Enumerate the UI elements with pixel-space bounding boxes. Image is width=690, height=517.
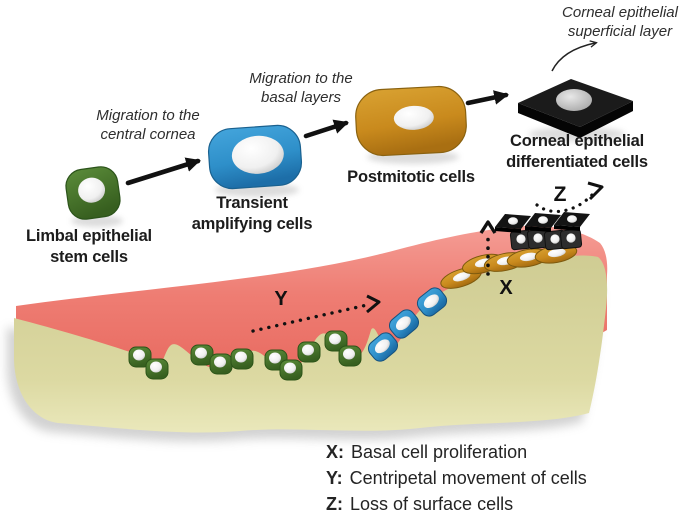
migrating-amplifying-cells-group	[367, 287, 448, 362]
superficial-flat-cell-icon	[525, 213, 561, 232]
basal-stem-cell-icon	[279, 359, 303, 381]
stroma-layer-shape	[14, 255, 608, 433]
marker-x-label: X	[499, 277, 513, 299]
limbal-label-line2: stem cells	[50, 248, 128, 266]
stage-arrow-1-icon	[125, 157, 201, 186]
limbal-label-line1: Limbal epithelial	[26, 227, 152, 245]
legend-key-x: X:	[326, 442, 344, 462]
migration-basal-line2: basal layers	[260, 89, 342, 106]
z-loss-arrow-icon	[535, 181, 604, 213]
superficial-callout-line1: Corneal epithelial	[562, 4, 678, 21]
transient-amplifying-cells-label: Transient amplifying cells	[192, 193, 313, 235]
basal-stem-cell-icon	[324, 330, 348, 352]
transient-label-line2: amplifying cells	[191, 215, 313, 233]
legend-text-y: Centripetal movement of cells	[349, 468, 587, 488]
migrating-amplifying-cell-icon	[388, 309, 420, 339]
x-proliferation-arrow-icon	[479, 220, 497, 276]
transient-label-line1: Transient	[216, 194, 288, 212]
postmitotic-label-line1: Postmitotic cells	[347, 168, 475, 186]
basal-stem-cell-icon	[145, 358, 169, 380]
stage-arrow-2-icon	[303, 119, 349, 139]
basal-stem-cell-icon	[230, 348, 254, 370]
limbal-basal-cells-group	[128, 330, 362, 381]
limbal-stem-cell-icon	[65, 166, 121, 220]
marker-z-label: Z	[553, 183, 567, 206]
migration-basal-label: Migration to the basal layers	[249, 69, 352, 107]
basal-stem-cell-icon	[297, 341, 321, 363]
transient-amplifying-cell-icon	[207, 124, 303, 190]
differentiated-label-line1: Corneal epithelial	[510, 132, 644, 150]
y-movement-arrow-icon	[251, 294, 381, 333]
differentiated-label-line2: differentiated cells	[506, 153, 648, 171]
postmitotic-basal-cells-group	[440, 244, 578, 289]
migration-central-line1: Migration to the	[96, 107, 200, 124]
legend: X: Basal cell proliferation Y: Centripetal…	[326, 439, 587, 517]
postmitotic-cells-label: Postmitotic cells	[347, 167, 475, 188]
migration-central-line2: central cornea	[100, 126, 196, 143]
basal-stem-cell-icon	[338, 345, 362, 367]
differentiated-cell-icon	[518, 79, 633, 138]
legend-key-y: Y:	[326, 468, 343, 488]
migrating-amplifying-cell-icon	[367, 332, 399, 362]
differentiated-cells-label: Corneal epithelial differentiated cells	[506, 131, 648, 173]
legend-item-x: X: Basal cell proliferation	[326, 439, 587, 465]
migrating-amplifying-cell-icon	[416, 287, 448, 317]
stage-arrow-3-icon	[465, 90, 509, 106]
migration-basal-line1: Migration to the	[249, 70, 353, 87]
postmitotic-cell-icon	[355, 85, 467, 157]
superficial-callout-arrow-icon	[551, 43, 595, 72]
basal-stem-cell-icon	[128, 346, 152, 368]
legend-text-x: Basal cell proliferation	[351, 442, 528, 462]
superficial-flat-cell-icon	[554, 212, 590, 231]
superficial-cell-icon	[559, 228, 583, 250]
basal-stem-cell-icon	[209, 353, 233, 375]
legend-item-y: Y: Centripetal movement of cells	[326, 465, 587, 491]
limbal-stem-cells-label: Limbal epithelial stem cells	[26, 226, 152, 268]
legend-text-z: Loss of surface cells	[350, 494, 514, 514]
superficial-callout-line2: superficial layer	[567, 23, 673, 40]
superficial-layer-callout-label: Corneal epithelial superficial layer	[562, 3, 678, 41]
legend-item-z: Z: Loss of surface cells	[326, 491, 587, 517]
migration-central-label: Migration to the central cornea	[96, 106, 199, 144]
legend-key-z: Z:	[326, 494, 343, 514]
marker-y-label: Y	[274, 288, 288, 310]
superficial-flat-cell-icon	[495, 214, 531, 233]
wing-cell-icon	[534, 244, 578, 264]
superficial-cell-rows-group	[495, 212, 590, 251]
